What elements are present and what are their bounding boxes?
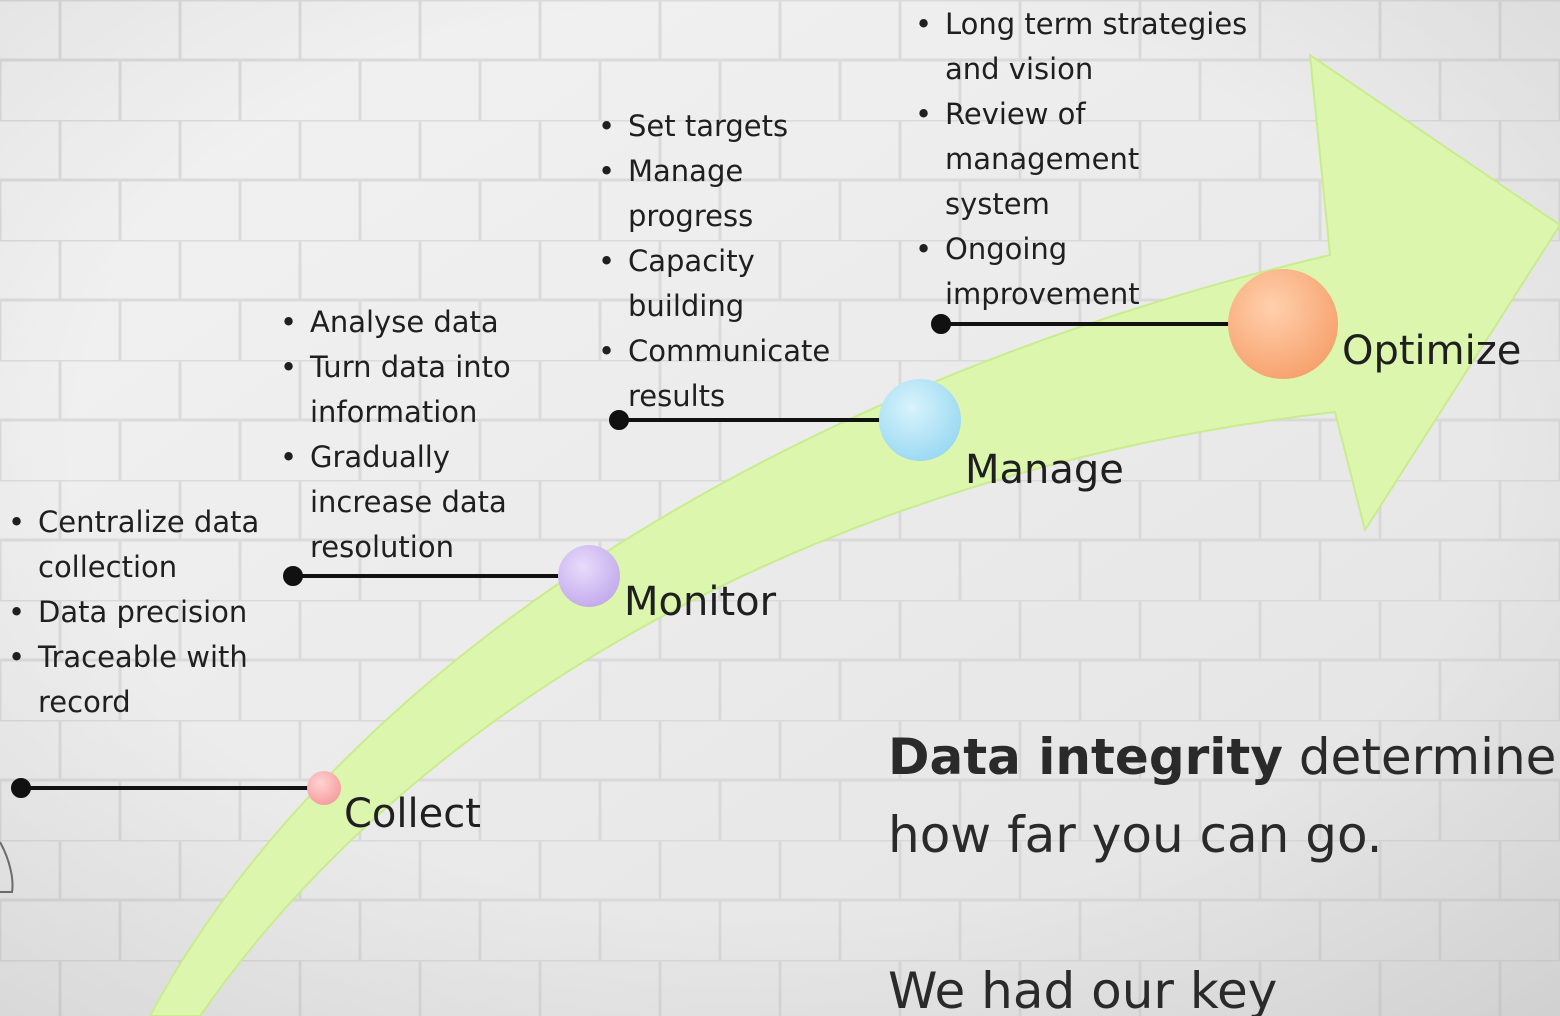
manage-bullet-item: Communicate results bbox=[590, 329, 860, 419]
monitor-marker bbox=[558, 545, 620, 607]
monitor-bullet-item: Turn data into information bbox=[272, 345, 552, 435]
monitor-connector-dot bbox=[283, 566, 303, 586]
left-edge-ornament bbox=[0, 841, 14, 893]
optimize-bullet-item: Review of management system bbox=[907, 92, 1252, 227]
manage-bullet-item: Capacity building bbox=[590, 239, 860, 329]
manage-bullet-item: Manage progress bbox=[590, 149, 860, 239]
message-line-1-rest: determine bbox=[1282, 728, 1557, 786]
message-line-3: We had our key bbox=[888, 962, 1278, 1016]
optimize-label: Optimize bbox=[1342, 328, 1522, 374]
manage-label: Manage bbox=[965, 447, 1124, 493]
collect-label: Collect bbox=[344, 791, 481, 837]
optimize-bullet-item: Long term strategies and vision bbox=[907, 2, 1252, 92]
collect-marker bbox=[307, 771, 341, 805]
optimize-connector-dot bbox=[931, 314, 951, 334]
message-line-2: how far you can go. bbox=[888, 806, 1383, 864]
monitor-bullet-list: Analyse data Turn data into information … bbox=[272, 300, 552, 570]
key-message: Data integrity determine how far you can… bbox=[888, 718, 1556, 1016]
optimize-marker bbox=[1228, 269, 1338, 379]
collect-bullet-item: Data precision bbox=[0, 590, 270, 635]
monitor-bullet-item: Gradually increase data resolution bbox=[272, 435, 552, 570]
optimize-bullet-item: Ongoing improvement bbox=[907, 227, 1252, 317]
manage-marker bbox=[879, 379, 961, 461]
collect-bullet-item: Centralize data collection bbox=[0, 500, 270, 590]
manage-bullet-list: Set targets Manage progress Capacity bui… bbox=[590, 104, 860, 419]
collect-connector-dot bbox=[11, 778, 31, 798]
message-line-1: Data integrity determine bbox=[888, 718, 1556, 796]
monitor-label: Monitor bbox=[624, 579, 777, 625]
monitor-bullet-item: Analyse data bbox=[272, 300, 552, 345]
collect-bullet-list: Centralize data collection Data precisio… bbox=[0, 500, 270, 725]
collect-bullet-item: Traceable with record bbox=[0, 635, 270, 725]
optimize-bullet-list: Long term strategies and vision Review o… bbox=[907, 2, 1252, 317]
manage-bullet-item: Set targets bbox=[590, 104, 860, 149]
message-emphasis: Data integrity bbox=[888, 728, 1283, 786]
